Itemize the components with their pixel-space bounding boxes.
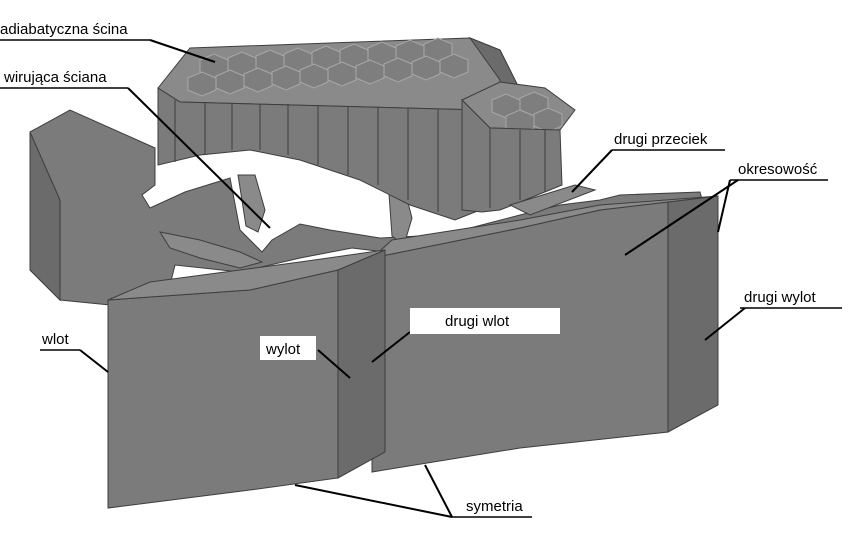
right-duct-side (667, 195, 719, 433)
right-duct-top (370, 195, 719, 259)
label-second-outlet: drugi wylot (744, 289, 817, 306)
second-honeycomb-cells (491, 91, 563, 135)
stator-front (157, 87, 481, 221)
second-leak-plate (508, 184, 597, 216)
label-adiabatic-wall: adiabatyczna ścina (0, 21, 128, 38)
label-inlet: wlot (41, 331, 70, 348)
left-duct-front (107, 269, 339, 509)
label-second-leak: drugi przeciek (614, 131, 708, 148)
label-periodicity: okresowość (738, 161, 818, 178)
label-outlet-box (260, 336, 316, 360)
label-symmetry: symetria (466, 498, 523, 515)
labels: adiabatyczna ścina wirująca ściana drugi… (0, 21, 818, 515)
label-outlet: wylot (265, 341, 301, 358)
honeycomb-top (187, 37, 469, 97)
leader-lines (0, 39, 842, 518)
label-rotating-wall: wirująca ściana (3, 69, 107, 86)
left-duct-side (337, 249, 386, 479)
label-second-inlet-box (410, 308, 560, 334)
left-duct-top (107, 249, 386, 301)
honeycomb-walls (174, 100, 439, 212)
seal-geometry (29, 36, 719, 509)
rotor-groove (158, 231, 264, 269)
left-face (29, 131, 61, 302)
rotor-tooth-1 (237, 174, 266, 233)
label-second-inlet: drugi wlot (445, 313, 510, 330)
